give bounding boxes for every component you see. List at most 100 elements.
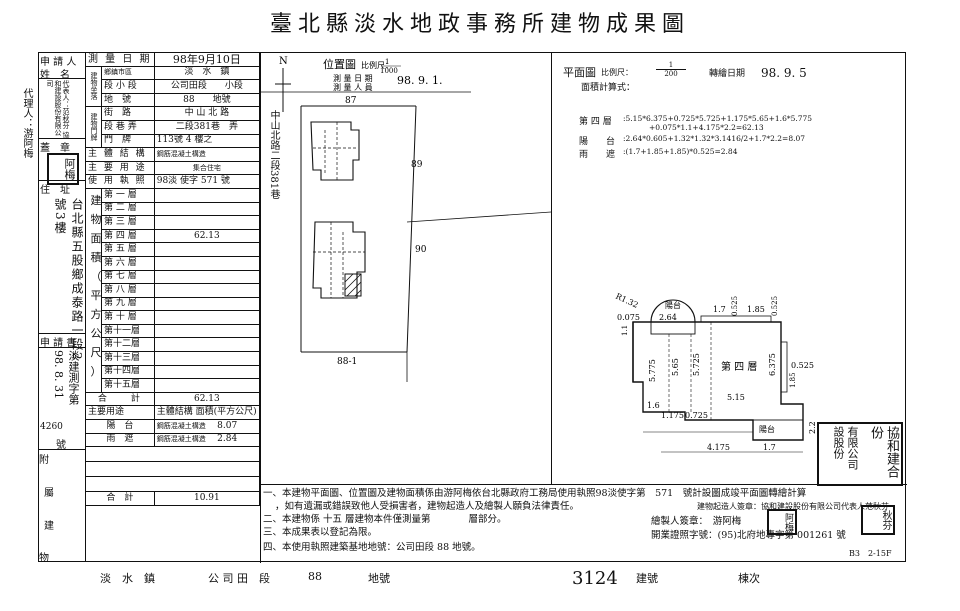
attach-row: 雨 遮鋼筋混凝土構造 2.84 — [85, 432, 261, 448]
area-group-char: 物 — [90, 213, 102, 226]
calc-floor4-formula-2: +0.075*1.1+4.175*2.2=62.13 — [649, 123, 764, 132]
section-value: 公司田段 小段 — [153, 79, 261, 94]
note-2: 二、本建物係 十五 層建物本件僅測量第 層部分。 — [263, 514, 507, 525]
structure-value: 鋼筋混凝土構造 — [153, 147, 261, 162]
floor-area — [153, 242, 261, 257]
area-group-char: 積 — [90, 251, 102, 264]
site-date-value: 98. 9. 1. — [397, 74, 442, 87]
application-doc-value: 4260 — [40, 422, 63, 432]
note-4: 四、本使用執照建築基地地號：公司田段 88 地號。 — [263, 542, 481, 553]
floor-area — [153, 323, 261, 339]
lot-89-label: 89 — [411, 160, 423, 170]
floor-row: 第 三 層 — [86, 215, 261, 230]
site-map-svg: N 位置圖 比例尺： 1 1000 測 量 日 期 測 量 人 員 98. 9.… — [261, 56, 552, 382]
attach-head-row: 主體結構 面積(平方公尺) — [153, 405, 261, 421]
site-title: 位置圖 — [323, 57, 356, 71]
drawer-signature: 繪製人簽章： 游阿梅 — [651, 516, 742, 527]
calc-label: 面積計算式： — [581, 83, 636, 93]
dim-0525a: 0.525 — [731, 296, 739, 316]
builder-signature: 建物起造人簽章：協和建設股份有限公司代表人范秋芬 — [697, 502, 889, 511]
floor-area — [153, 255, 261, 271]
applicant-name-stack: 代表人：范秋芬 協和建設股份有限公司 — [46, 80, 70, 139]
note-3: 三、本成果表以登記為限。 — [263, 527, 378, 538]
calc-balcony-label: 陽 台 — [579, 137, 616, 147]
site-map-panel: N 位置圖 比例尺： 1 1000 測 量 日 期 測 量 人 員 98. 9.… — [260, 52, 552, 484]
floor-area: 62.13 — [153, 228, 261, 244]
lot-87-label: 87 — [345, 96, 357, 106]
area-group-cell — [85, 187, 102, 393]
north-label: N — [279, 56, 288, 67]
footer-build-label: 建號 — [636, 572, 658, 585]
dim-22: 2.2 — [808, 421, 817, 434]
applicant-label: 申 請 人 — [40, 57, 77, 68]
floor-area — [153, 378, 261, 393]
application-label: 申 請 書 — [40, 338, 77, 349]
number-label: 門 牌 — [101, 133, 155, 149]
dim-1175: 1.175 — [661, 411, 684, 420]
floor-label: 第十一層 — [101, 323, 155, 339]
plan-scale-label: 比例尺： — [601, 68, 633, 77]
address-label: 住 址 — [40, 185, 70, 196]
drawer-stamp: 阿梅 — [767, 509, 797, 535]
total-label: 合 計 — [85, 391, 155, 407]
street-label: 街 路 — [101, 106, 155, 121]
floor-area — [153, 337, 261, 353]
total-value: 62.13 — [153, 391, 261, 407]
footer-lot-label: 地號 — [368, 572, 390, 585]
floor-row: 第 九 層 — [86, 296, 261, 312]
left-data-panel: 申 請 人 姓 名 代表人：范秋芬 協和建設股份有限公司 蓋 章 阿梅 住 址 … — [38, 52, 261, 564]
site-scale-num: 1 — [385, 58, 389, 66]
site-scale-den: 1000 — [380, 67, 398, 75]
floor-plan-svg: R1.32 陽台 2.64 0.075 1.1 1.7 0.525 1.85 0… — [614, 292, 817, 453]
floor-area — [153, 283, 261, 298]
attach-label-4: 物 — [39, 553, 49, 564]
dim-0725: 0.725 — [685, 411, 708, 420]
floor-row: 第十三層 — [86, 351, 261, 366]
dim-balcony2-label: 陽台 — [759, 424, 775, 434]
form-code: B3 2-15F — [849, 549, 892, 558]
floor-area — [153, 296, 261, 312]
floor-row: 第 八 層 — [86, 283, 261, 298]
notes-panel: 一、本建物平面圖、位置圖及建物面積係由游阿梅依台北縣政府工務局使用執照98淡使字… — [260, 484, 907, 563]
dim-185: 1.85 — [747, 305, 765, 314]
company-stamp: 有限公司設股份 協和建合份 — [817, 422, 903, 486]
name-label: 姓 名 — [40, 70, 70, 81]
survey-date-label: 測 量 日 期 — [85, 52, 155, 67]
balcony-arc — [650, 299, 696, 323]
floor-label: 第 三 層 — [101, 215, 155, 230]
use-label: 主 要 用 途 — [85, 160, 155, 176]
dim-6375: 6.375 — [768, 353, 777, 376]
attach-total-value: 10.91 — [153, 491, 261, 506]
floor-label: 第十三層 — [101, 351, 155, 366]
seal-label: 蓋 章 — [40, 143, 70, 154]
floor-area — [153, 269, 261, 285]
floor-row: 第 二 層 — [86, 201, 261, 217]
attach-struct: 鋼筋混凝土構造 — [156, 421, 206, 430]
floor-label: 第 九 層 — [101, 296, 155, 312]
dim-4175: 4.175 — [707, 443, 730, 452]
street-value: 中 山 北 路 — [153, 106, 261, 121]
building-outline-south — [312, 221, 366, 299]
floor4-label: 第 四 層 — [721, 360, 757, 373]
license-value: 98淡 使字 571 號 — [153, 174, 261, 189]
floor-area — [153, 310, 261, 325]
site-person-label: 測 量 人 員 — [333, 82, 373, 92]
form-frame — [38, 52, 906, 562]
number-value: 113號 4 樓之 — [153, 133, 261, 149]
floor-label: 第 五 層 — [101, 242, 155, 257]
floor-label: 第 二 層 — [101, 201, 155, 217]
dim-11: 1.1 — [621, 325, 629, 336]
floor-area — [153, 187, 261, 203]
footer-lot: 88 — [308, 570, 322, 583]
road-label: 中山北路二段381巷 — [268, 110, 279, 200]
floor-label: 第 十 層 — [101, 310, 155, 325]
area-group-char: （ — [90, 270, 102, 283]
area-group-char: 方 — [90, 308, 102, 321]
door-group-label: 建物門牌 — [85, 106, 102, 149]
footer-build-number: 3124 — [572, 568, 618, 589]
footer-page-label: 棟次 — [738, 572, 760, 585]
footer-town: 淡 水 鎮 — [100, 572, 155, 585]
attach-use: 陽 台 — [85, 419, 155, 434]
dim-17: 1.7 — [713, 305, 726, 314]
